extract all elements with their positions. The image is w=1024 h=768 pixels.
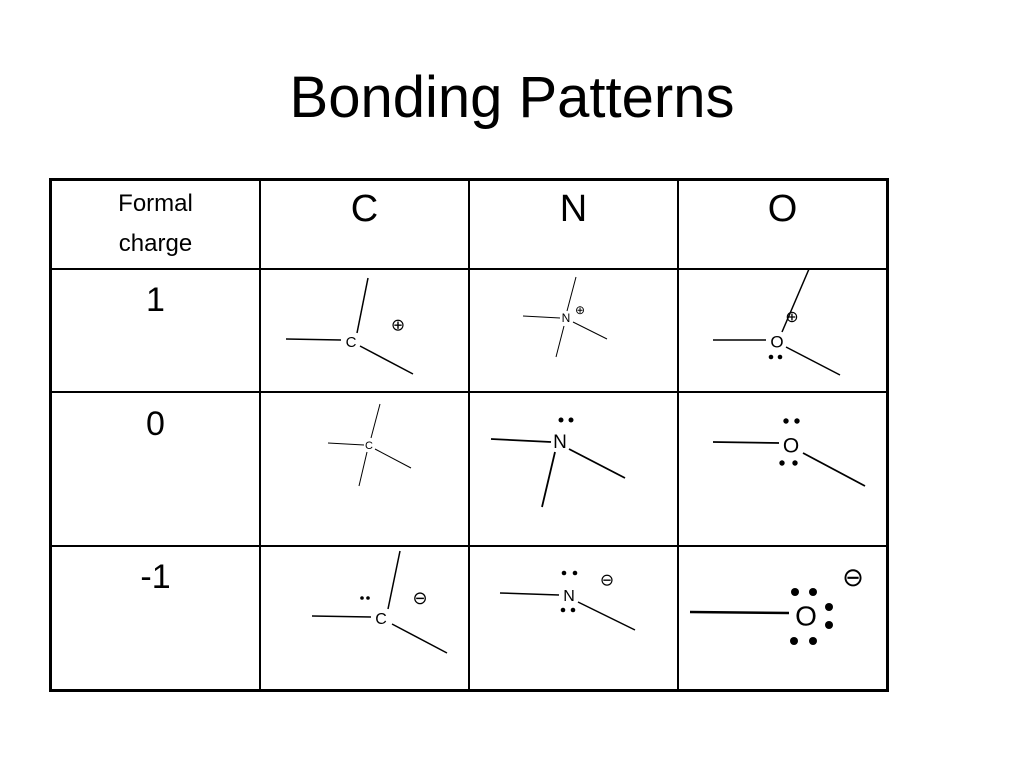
atom-symbol-n: N [553, 432, 567, 453]
grid-line [51, 268, 887, 270]
grid-line [677, 180, 679, 690]
lone-pair-dots [558, 417, 574, 423]
header-column-n: N [559, 188, 588, 230]
header-formal-charge: Formal charge [52, 184, 259, 264]
bond-line [577, 601, 636, 631]
grid-line [468, 180, 470, 690]
alkoxide-anion-structure: O ⊖ [689, 562, 864, 645]
header-charge-line: charge [118, 230, 193, 257]
positive-charge-icon: ⊕ [785, 309, 798, 326]
atom-symbol-o: O [795, 600, 817, 631]
atom-symbol-n: N [562, 311, 571, 325]
oxonium-structure: O ⊕ [713, 268, 841, 376]
atom-symbol-o: O [783, 435, 799, 458]
lone-pair-dots [360, 596, 370, 600]
bond-line [566, 276, 577, 312]
neutral-nitrogen-structure: N [490, 417, 626, 508]
bonding-table [49, 178, 889, 692]
bond-line [785, 346, 841, 376]
bond-line [311, 615, 372, 618]
slide-title: Bonding Patterns [289, 65, 735, 130]
lone-pair-dots [779, 418, 800, 466]
bond-line [572, 321, 608, 340]
carbocation-structure: C ⊕ [285, 277, 414, 375]
negative-charge-icon: ⊖ [412, 588, 427, 608]
header-column-c: C [350, 188, 379, 230]
bond-line [285, 338, 342, 341]
bond-line [391, 623, 448, 654]
neutral-oxygen-structure: O [712, 418, 866, 487]
atom-symbol-c: C [365, 440, 373, 452]
bond-line [358, 451, 368, 487]
amide-anion-structure: N ⊖ [499, 570, 636, 631]
bond-line [541, 451, 556, 508]
lone-pair-dots [560, 570, 578, 613]
header-column-o: O [767, 188, 798, 230]
atom-symbol-o: O [770, 332, 783, 351]
bond-line [689, 610, 790, 615]
header-formal-line: Formal [118, 190, 193, 217]
negative-charge-icon: ⊖ [600, 570, 614, 589]
lone-pair-dots [790, 588, 833, 645]
negative-charge-icon: ⊖ [842, 562, 864, 592]
neutral-carbon-structure: C [327, 403, 412, 487]
positive-charge-icon: ⊕ [575, 303, 585, 317]
atom-symbol-c: C [375, 611, 387, 628]
bond-line [555, 325, 565, 358]
bond-line [387, 550, 401, 610]
bond-line [359, 345, 414, 375]
bond-line [568, 448, 626, 479]
row-label-charge-0: 0 [146, 405, 165, 443]
atom-symbol-n: N [563, 588, 575, 605]
grid-line [259, 180, 261, 690]
grid-line [51, 391, 887, 393]
bond-line [522, 315, 561, 319]
ammonium-structure: N ⊕ [522, 276, 608, 358]
row-label-charge-plus-1: 1 [146, 281, 165, 319]
bond-line [370, 403, 381, 439]
bond-line [356, 277, 369, 334]
row-label-charge-minus-1: -1 [140, 558, 171, 596]
bond-line [712, 441, 780, 444]
grid-line [51, 545, 887, 547]
bond-line [499, 592, 560, 596]
bond-line [374, 448, 412, 469]
bond-line [490, 438, 552, 443]
lone-pair-dots [768, 354, 783, 360]
positive-charge-icon: ⊕ [391, 315, 405, 334]
bond-line [802, 452, 866, 487]
carbanion-structure: C ⊖ [311, 550, 448, 654]
bond-line [781, 268, 810, 333]
bond-line [327, 442, 365, 446]
atom-symbol-c: C [346, 334, 357, 351]
